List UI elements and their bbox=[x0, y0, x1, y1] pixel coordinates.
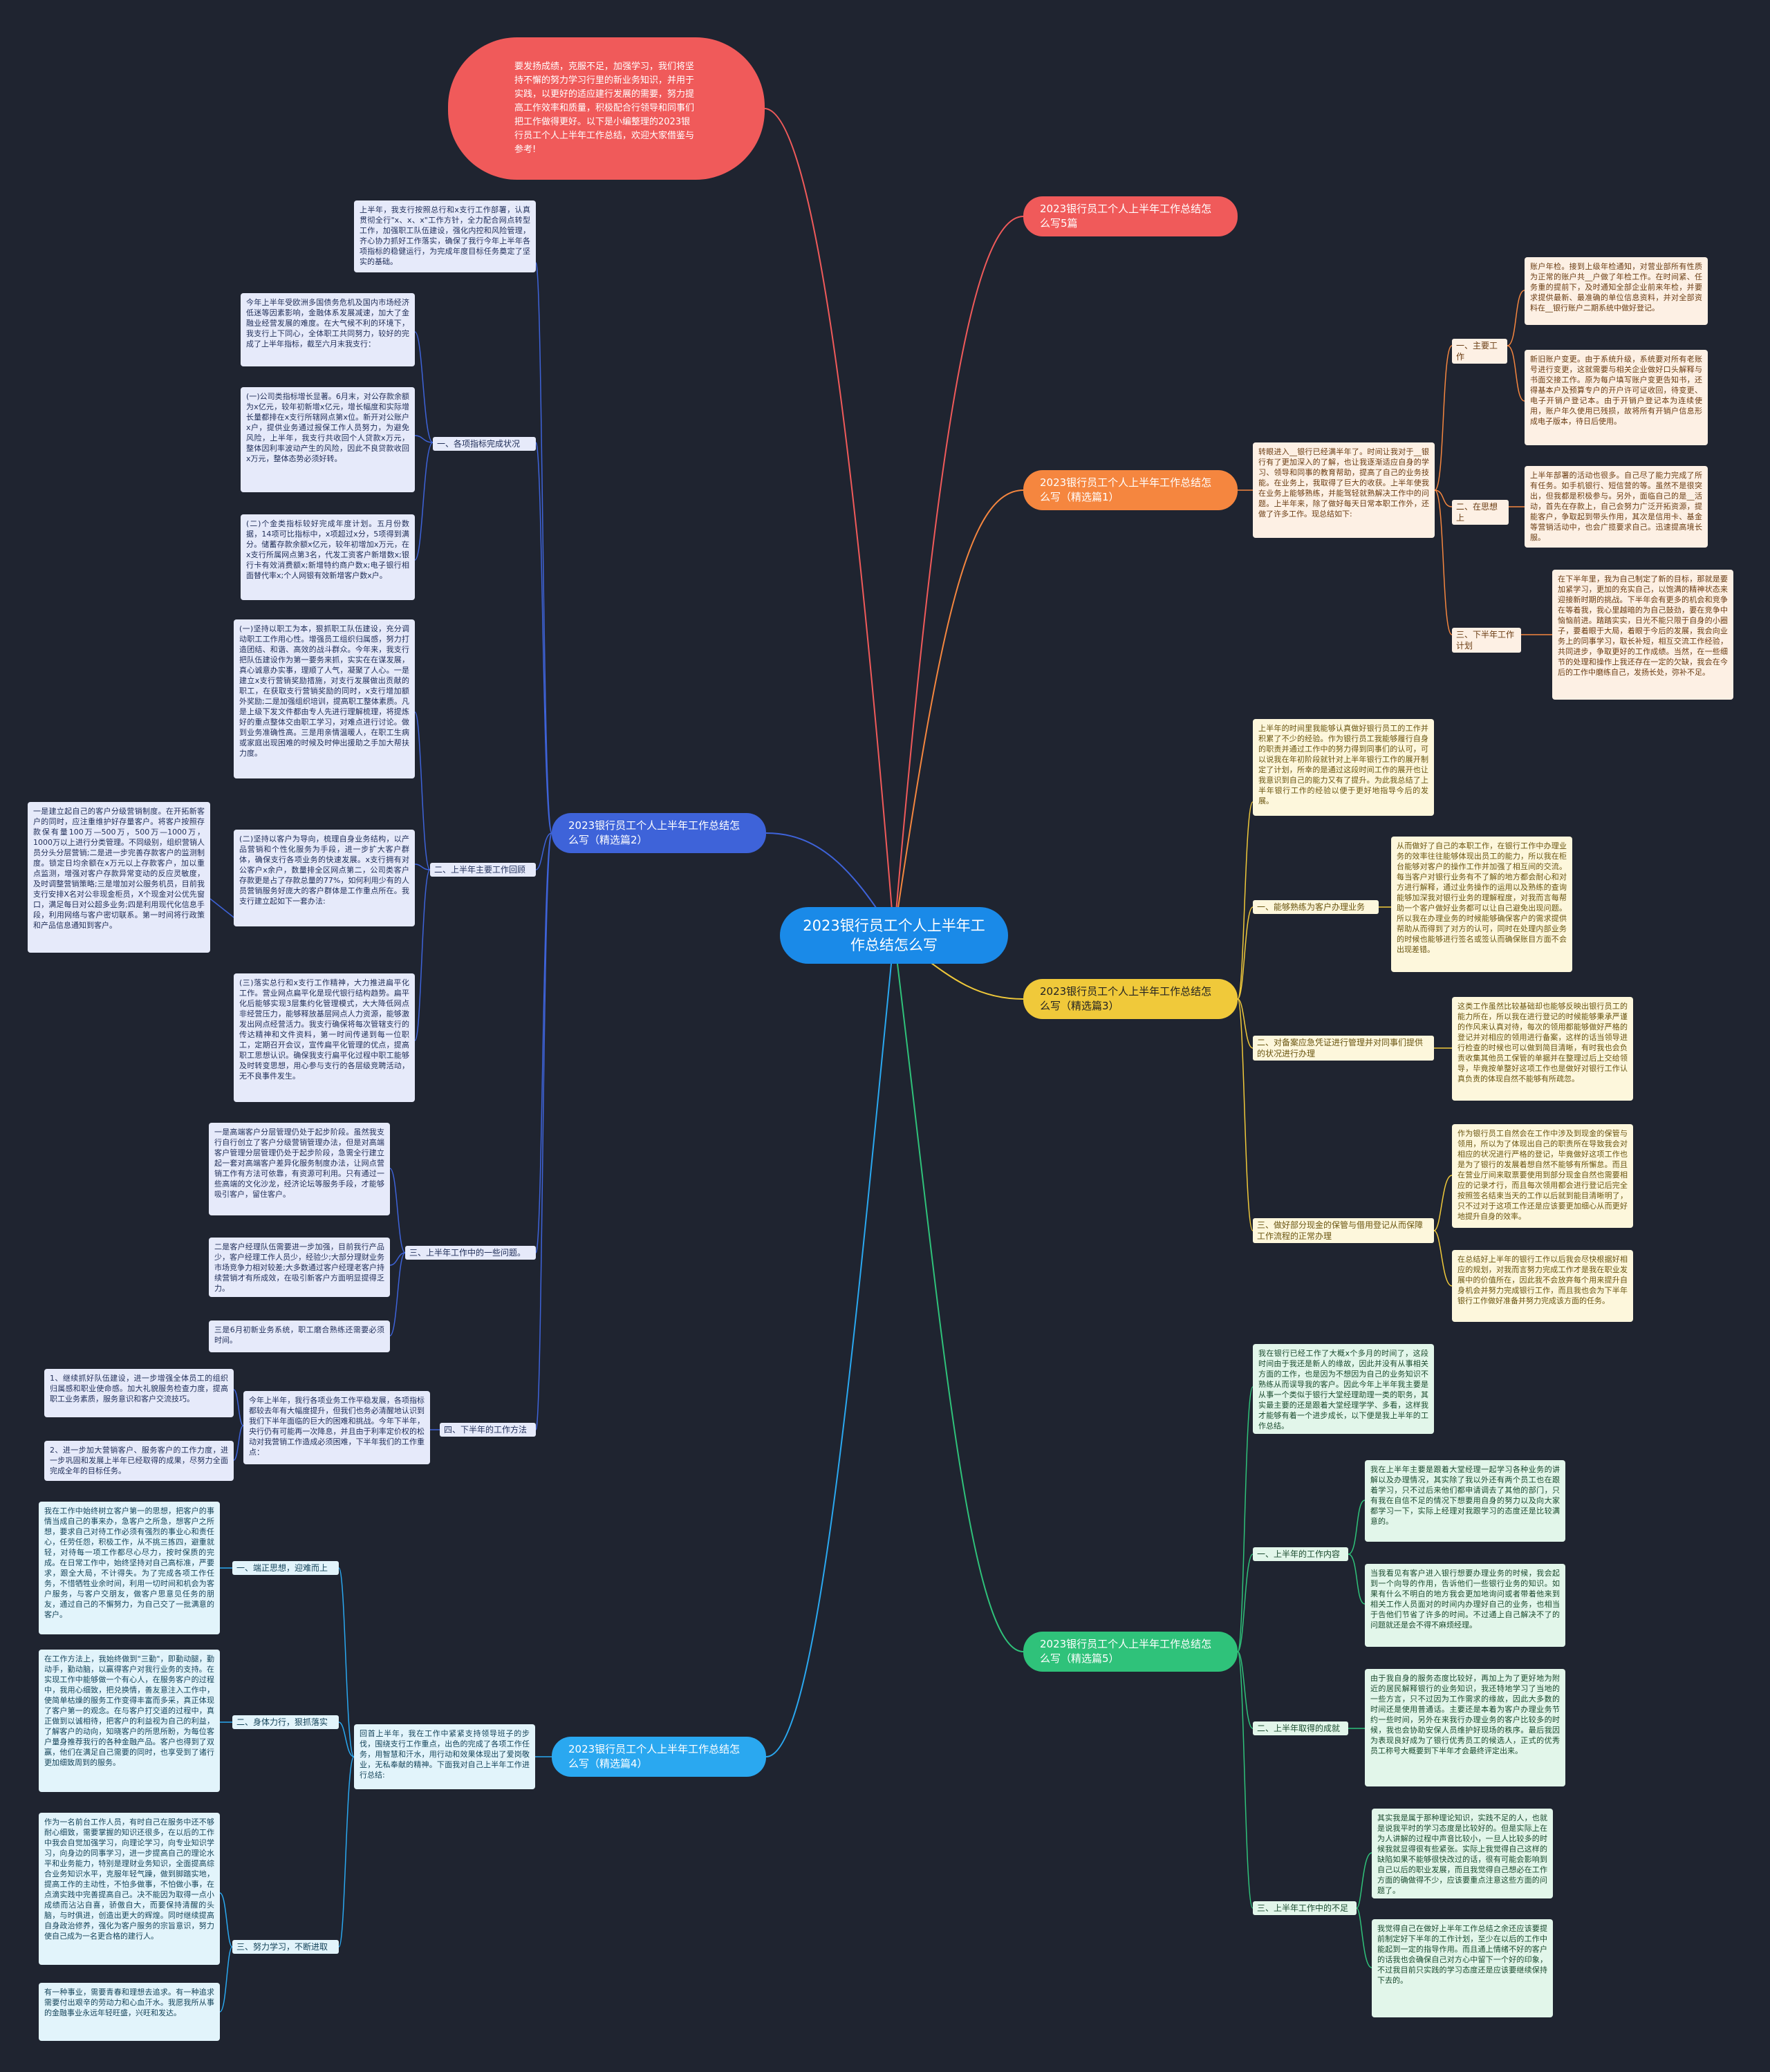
b1-section-2-text-1: 上半年部署的活动也很多。自己尽了能力完成了所有任务。如手机银行、短信营的等。虽然… bbox=[1525, 466, 1708, 548]
b3-summary: 上半年的时间里我能够认真做好银行员工的工作并积累了不少的经验。作为银行员工我能够… bbox=[1253, 719, 1434, 816]
b1-section-1-text-1: 账户年检。接到上级年检通知，对营业部所有性质为正常的账户共__户做了年检工作。在… bbox=[1525, 257, 1708, 325]
b3-section-2-text-1: 这类工作虽然比较基础却也能够反映出银行员工的能力所在，所以我在进行登记的时候能够… bbox=[1452, 997, 1633, 1101]
branch-article-5[interactable]: 2023银行员工个人上半年工作总结怎么写（精选篇5） bbox=[1023, 1632, 1238, 1672]
b1-section-2-label[interactable]: 二、在思想上 bbox=[1452, 500, 1509, 525]
b1-section-3-text-1: 在下半年里，我为自己制定了新的目标，那就是要加紧学习，更加的充实自己，以饱满的精… bbox=[1552, 570, 1733, 700]
b1-section-1-text-2: 新旧账户变更。由于系统升级，系统要对所有老账号进行变更，这就需要与相关企业做好口… bbox=[1525, 350, 1708, 445]
branch-article-2[interactable]: 2023银行员工个人上半年工作总结怎么写（精选篇2） bbox=[552, 813, 766, 853]
b4-links bbox=[219, 1567, 552, 2013]
b5-section-1-text-1: 我在上半年主要是跟着大堂经理一起学习各种业务的讲解以及办理情况，其实除了我以外还… bbox=[1365, 1460, 1565, 1542]
b2-section-4-summary: 今年上半年，我行各项业务工作平稳发展，各项指标都较去年有大幅度提升，但我们也务必… bbox=[243, 1391, 430, 1464]
b2-section-1-text-1: 今年上半年受欧洲多国债务危机及国内市场经济低迷等因素影响，金融体系发展减速，加大… bbox=[241, 293, 415, 366]
b2-section-1-text-2: (一)公司类指标增长显著。6月末，对公存款余额为x亿元，较年初新增x亿元，增长幅… bbox=[241, 387, 415, 492]
b4-section-1-label[interactable]: 一、端正思想，迎难而上 bbox=[232, 1561, 339, 1575]
b2-section-3-text-2: 二是客户经理队伍需要进一步加强，目前我行产品少，客户经理工作人员少，经验少;大部… bbox=[209, 1238, 390, 1297]
b2-section-3-text-3: 三是6月初新业务系统，职工磨合熟练还需要必须时间。 bbox=[209, 1320, 390, 1352]
b2-section-3-label[interactable]: 三、上半年工作中的一些问题。 bbox=[405, 1246, 536, 1260]
b5-section-3-text-2: 我觉得自己在做好上半年工作总结之余还应该要提前制定好下半年的工作计划，至少在以后… bbox=[1372, 1919, 1553, 2017]
b5-section-3-text-1: 其实我是属于那种理论知识，实践不足的人，也就是说我平时的学习态度是比较好的。但是… bbox=[1372, 1809, 1553, 1898]
b2-section-2-text-1: (一)坚持以职工为本，狠抓职工队伍建设，充分调动职工工作用心性。增强员工组织归属… bbox=[234, 619, 415, 778]
b2-section-1-label[interactable]: 一、各项指标完成状况 bbox=[433, 437, 536, 451]
link-b5b bbox=[893, 935, 1024, 1652]
b5-section-2-label[interactable]: 二、上半年取得的成就 bbox=[1253, 1721, 1348, 1735]
b2-section-3-text-1: 一是高端客户分层管理仍处于起步阶段。虽然我支行自行创立了客户分级营销管理办法，但… bbox=[209, 1123, 390, 1215]
branch-article-3[interactable]: 2023银行员工个人上半年工作总结怎么写（精选篇3） bbox=[1023, 979, 1238, 1019]
b4-section-2-text-1: 在工作方法上，我始终做到"三勤"，即勤动腿，勤动手，勤动脑，以赢得客户对我行业务… bbox=[39, 1650, 220, 1792]
b2-links bbox=[209, 262, 552, 1461]
link-b5 bbox=[893, 216, 1024, 936]
branch-article-4[interactable]: 2023银行员工个人上半年工作总结怎么写（精选篇4） bbox=[552, 1737, 766, 1777]
b2-section-2-label[interactable]: 二、上半年主要工作回顾 bbox=[430, 863, 536, 877]
branch-overview[interactable]: 2023银行员工个人上半年工作总结怎么写5篇 bbox=[1023, 196, 1238, 236]
b5-section-3-label[interactable]: 三、上半年工作中的不足 bbox=[1253, 1901, 1357, 1915]
b2-section-4-label[interactable]: 四、下半年的工作方法 bbox=[440, 1423, 536, 1437]
b4-section-1-text-1: 我在工作中始终树立客户第一的思想，把客户的事情当成自己的事来办，急客户之所急，想… bbox=[39, 1502, 220, 1634]
b3-section-3-text-1: 作为银行员工自然会在工作中涉及到现金的保管与领用，所以为了体现出自己的职责所在导… bbox=[1452, 1124, 1633, 1228]
b1-summary: 转眼进入__银行已经满半年了。时间让我对于__银行有了更加深入的了解，也让我逐渐… bbox=[1253, 442, 1435, 538]
b5-summary: 我在银行已经工作了大概x个多月的时间了，这段时间由于我还是新人的缘故，因此并没有… bbox=[1253, 1344, 1434, 1434]
b2-section-2-text-3: (二)坚持以客户为导向，梳理自身业务结构，以产品营销和个性化服务为手段，进一步扩… bbox=[234, 830, 415, 926]
b5-section-1-text-2: 当我看见有客户进入银行想要办理业务的时候，我会起到一个向导的作用，告诉他们一些银… bbox=[1365, 1564, 1565, 1647]
b2-section-1-text-3: (二)个金类指标较好完成年度计划。五月份数据，14项可比指标中，x项超过x分，5… bbox=[241, 514, 415, 600]
b3-section-3-label[interactable]: 三、做好部分现金的保管与借用登记从而保障工作流程的正常办理 bbox=[1253, 1218, 1434, 1243]
root-topic[interactable]: 2023银行员工个人上半年工作总结怎么写 bbox=[780, 907, 1008, 964]
b2-section-2-text-4: (三)落实总行和x支行工作精神，大力推进扁平化工作。营业网点扁平化是现代银行结构… bbox=[234, 973, 415, 1102]
b1-section-3-label[interactable]: 三、下半年工作计划 bbox=[1452, 628, 1521, 653]
intro-note[interactable]: 要发扬成绩，克服不足，加强学习，我们将坚持不懈的努力学习行里的新业务知识，并用于… bbox=[448, 37, 765, 180]
b3-section-2-label[interactable]: 二、对备案应急凭证进行管理并对同事们提供的状况进行办理 bbox=[1253, 1036, 1434, 1061]
link-b4 bbox=[765, 935, 895, 1757]
b3-section-1-text-1: 从而做好了自己的本职工作，在银行工作中办理业务的效率往往能够体现出员工的能力，所… bbox=[1391, 837, 1572, 972]
b4-section-3-text-1: 作为一名前台工作人员，有时自己在服务中还不够耐心细致，需要掌握的知识还很多，在以… bbox=[39, 1813, 220, 1965]
link-intro bbox=[764, 108, 895, 936]
b5-section-2-text-1: 由于我自身的服务态度比较好，再加上为了更好地为附近的居民解释银行的业务知识，我还… bbox=[1365, 1669, 1565, 1786]
b5-section-1-label[interactable]: 一、上半年的工作内容 bbox=[1253, 1547, 1348, 1561]
b4-section-3-text-2: 有一种事业，需要青春和理想去追求。有一种追求需要付出艰辛的劳动力和心血汗水。我愿… bbox=[39, 1983, 220, 2041]
b2-section-4-text-2: 2、进一步加大营销客户、服务客户的工作力度，进一步巩固和发展上半年已经取得的成果… bbox=[44, 1441, 234, 1481]
b1-section-1-label[interactable]: 一、主要工作 bbox=[1452, 339, 1507, 364]
b1-links bbox=[1238, 290, 1552, 635]
b4-section-3-label[interactable]: 三、努力学习，不断进取 bbox=[232, 1940, 339, 1954]
b3-section-3-text-2: 在总结好上半年的银行工作以后我会尽快根据好相应的规划，对我而言努力完成工作才是我… bbox=[1452, 1250, 1633, 1322]
b5b-links bbox=[1237, 1386, 1372, 1968]
b2-section-4-text-1: 1、继续抓好队伍建设，进一步增强全体员工的组织归属感和职业使命感。加大礼貌服务检… bbox=[44, 1369, 234, 1417]
b2-section-2-text-2: 一是建立起自己的客户分级营销制度。在开拓新客户的同时，应注重维护好存量客户。将客… bbox=[28, 802, 210, 953]
b2-summary: 上半年，我支行按照总行和x支行工作部署，认真贯彻全行"x、x、x"工作方针，全力… bbox=[354, 200, 536, 272]
b4-summary: 回首上半年，我在工作中紧紧支持领导班子的步伐，围绕支行工作重点，出色的完成了各项… bbox=[354, 1724, 535, 1789]
b4-section-2-label[interactable]: 二、身体力行，狠抓落实 bbox=[232, 1715, 339, 1729]
link-b1 bbox=[893, 489, 1024, 936]
b3-links bbox=[1237, 801, 1453, 1287]
b3-section-1-label[interactable]: 一、能够熟练为客户办理业务 bbox=[1253, 900, 1379, 914]
branch-article-1[interactable]: 2023银行员工个人上半年工作总结怎么写（精选篇1） bbox=[1023, 470, 1238, 510]
